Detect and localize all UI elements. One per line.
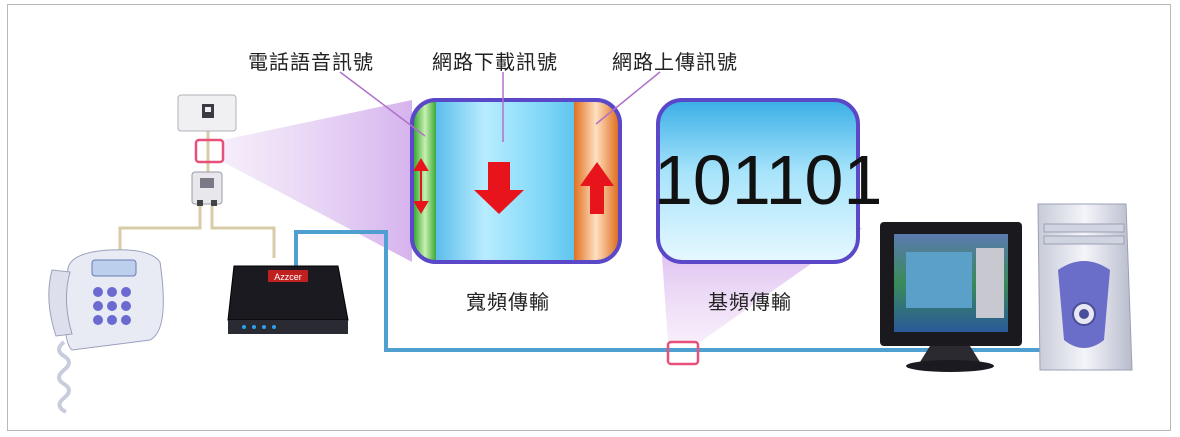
monitor-icon [880,222,1022,372]
ethernet-highlight [666,340,700,366]
voice-double-arrow-icon [413,158,429,214]
label-broadband: 寬頻傳輸 [466,290,550,314]
pc-tower-icon [1037,203,1133,371]
phone-line-highlight [194,138,225,164]
download-arrow-icon [474,162,524,214]
broadband-panel [410,98,622,264]
ethernet-cable [294,230,1052,352]
telephone-icon [48,249,164,414]
modem-brand-label: Azzcer [274,272,302,282]
broadband-zoom-cone [223,100,412,262]
label-download-signal: 網路下載訊號 [432,50,558,74]
callout-lines [339,71,661,142]
splitter-icon [191,171,223,206]
voice-band [414,102,436,260]
label-upload-signal: 網路上傳訊號 [612,50,738,74]
baseband-panel [656,98,860,264]
binary-value: 101101 [654,141,883,219]
wall-jack-icon [177,94,237,132]
label-voice-signal: 電話語音訊號 [248,50,374,74]
upload-arrow-icon [580,162,614,214]
adsl-modem-icon: Azzcer [227,265,349,334]
label-baseband: 基頻傳輸 [708,290,792,314]
